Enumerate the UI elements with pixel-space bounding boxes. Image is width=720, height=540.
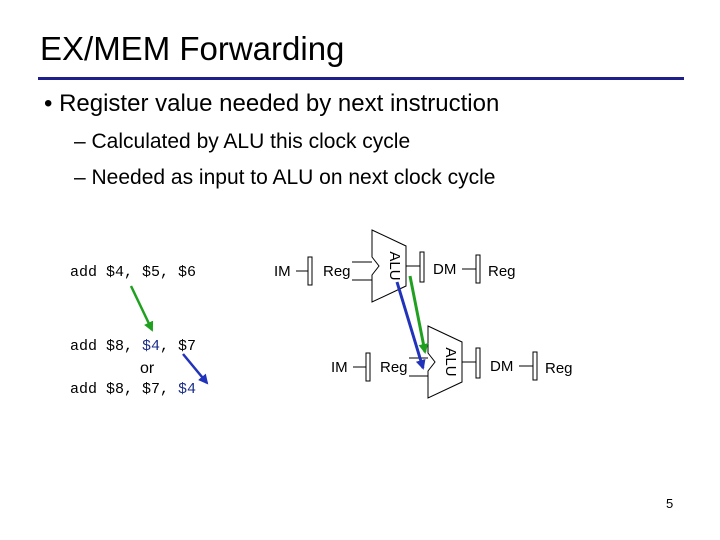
forwarding-arrow-blue — [395, 281, 426, 370]
instr2-sep: , — [160, 338, 179, 355]
row2-alu-label: ALU — [442, 347, 459, 376]
pipeline-row-2: IM Reg ALU DM Reg — [331, 325, 573, 399]
row1-reg-bar — [307, 256, 313, 286]
row1-alu-label: ALU — [386, 251, 403, 280]
row1-wb-bar — [475, 254, 481, 284]
instr3-op: add $8, — [70, 381, 143, 398]
row2-im-label: IM — [331, 359, 348, 376]
row2-wb-bar — [532, 351, 538, 381]
main-bullet: • Register value needed by next instruct… — [44, 90, 500, 117]
instr3-src-b: $4 — [178, 381, 197, 398]
pipeline-row-1: IM Reg ALU DM Reg — [274, 229, 516, 303]
row2-wb-reg-label: Reg — [545, 360, 573, 377]
dependency-arrow-green — [129, 285, 154, 332]
instr2-op: add $8, — [70, 338, 143, 355]
instr2-src-a: $4 — [142, 338, 161, 355]
instruction-1: add $4, $5, $6 — [70, 264, 196, 281]
row2-alu-shape — [427, 325, 463, 399]
row1-dm-bar — [419, 251, 425, 283]
row1-wb-reg-label: Reg — [488, 263, 516, 280]
row1-im-label: IM — [274, 263, 291, 280]
row2-dm-bar — [475, 347, 481, 379]
row2-reg-label: Reg — [380, 359, 408, 376]
instr2-src-b: $7 — [178, 338, 197, 355]
slide-title: EX/MEM Forwarding — [40, 30, 345, 67]
instr1-src-b: $6 — [178, 264, 197, 281]
instr3-src-a: $7, — [142, 381, 179, 398]
instr1-src-a: $5, — [142, 264, 179, 281]
instr1-op: add $4, — [70, 264, 143, 281]
instruction-3: add $8, $7, $4 — [70, 381, 196, 398]
row1-dm-label: DM — [433, 261, 456, 278]
row2-reg-bar — [365, 352, 371, 382]
page-number: 5 — [666, 496, 674, 511]
subbullet-1: – Calculated by ALU this clock cycle — [74, 130, 411, 153]
instruction-2: add $8, $4, $7 — [70, 338, 196, 355]
or-label: or — [140, 360, 155, 377]
row1-reg-label: Reg — [323, 263, 351, 280]
row2-dm-label: DM — [490, 358, 513, 375]
title-underline — [38, 77, 684, 80]
forwarding-arrow-green — [408, 275, 429, 354]
dependency-arrow-blue — [182, 353, 209, 385]
subbullet-2: – Needed as input to ALU on next clock c… — [74, 166, 496, 189]
